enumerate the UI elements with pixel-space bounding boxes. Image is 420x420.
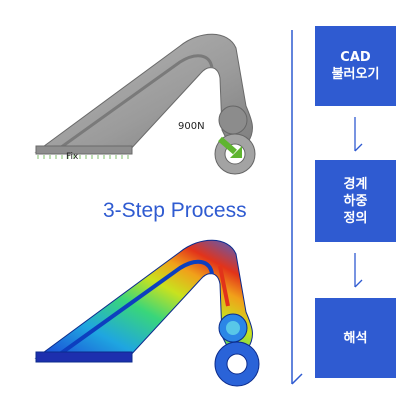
result-base [35, 351, 133, 363]
upper-boss [218, 105, 248, 135]
analysis-result-model [34, 239, 260, 387]
bracket-rib [59, 54, 214, 150]
fix-label: Fix [66, 152, 79, 162]
step-label: 해석 [343, 330, 368, 346]
step-arrow-icon [354, 117, 363, 152]
step-arrow-icon [354, 253, 363, 288]
result-rib [58, 259, 214, 356]
step-analysis: 해석 [315, 298, 396, 378]
step-label: 경계 하중 정의 [343, 176, 368, 226]
fix-constraint-marks [37, 155, 129, 159]
cad-bracket-model [34, 33, 256, 175]
step-label: CAD 불러오기 [331, 50, 380, 82]
load-arrow-icon [218, 136, 237, 155]
result-bracket-body [34, 239, 253, 359]
step-cad-import: CAD 불러오기 [315, 26, 396, 106]
flow-guide-line [291, 30, 303, 385]
result-eye-hole [226, 353, 248, 375]
force-label: 900N [178, 121, 205, 132]
step-boundary-load: 경계 하중 정의 [315, 160, 396, 242]
bracket-base [35, 145, 133, 155]
result-boss-core [226, 321, 240, 335]
stress-hotspot [218, 265, 230, 307]
process-title: 3-Step Process [103, 199, 247, 222]
bracket-body [34, 33, 253, 153]
load-arrow-head-icon [230, 146, 242, 158]
